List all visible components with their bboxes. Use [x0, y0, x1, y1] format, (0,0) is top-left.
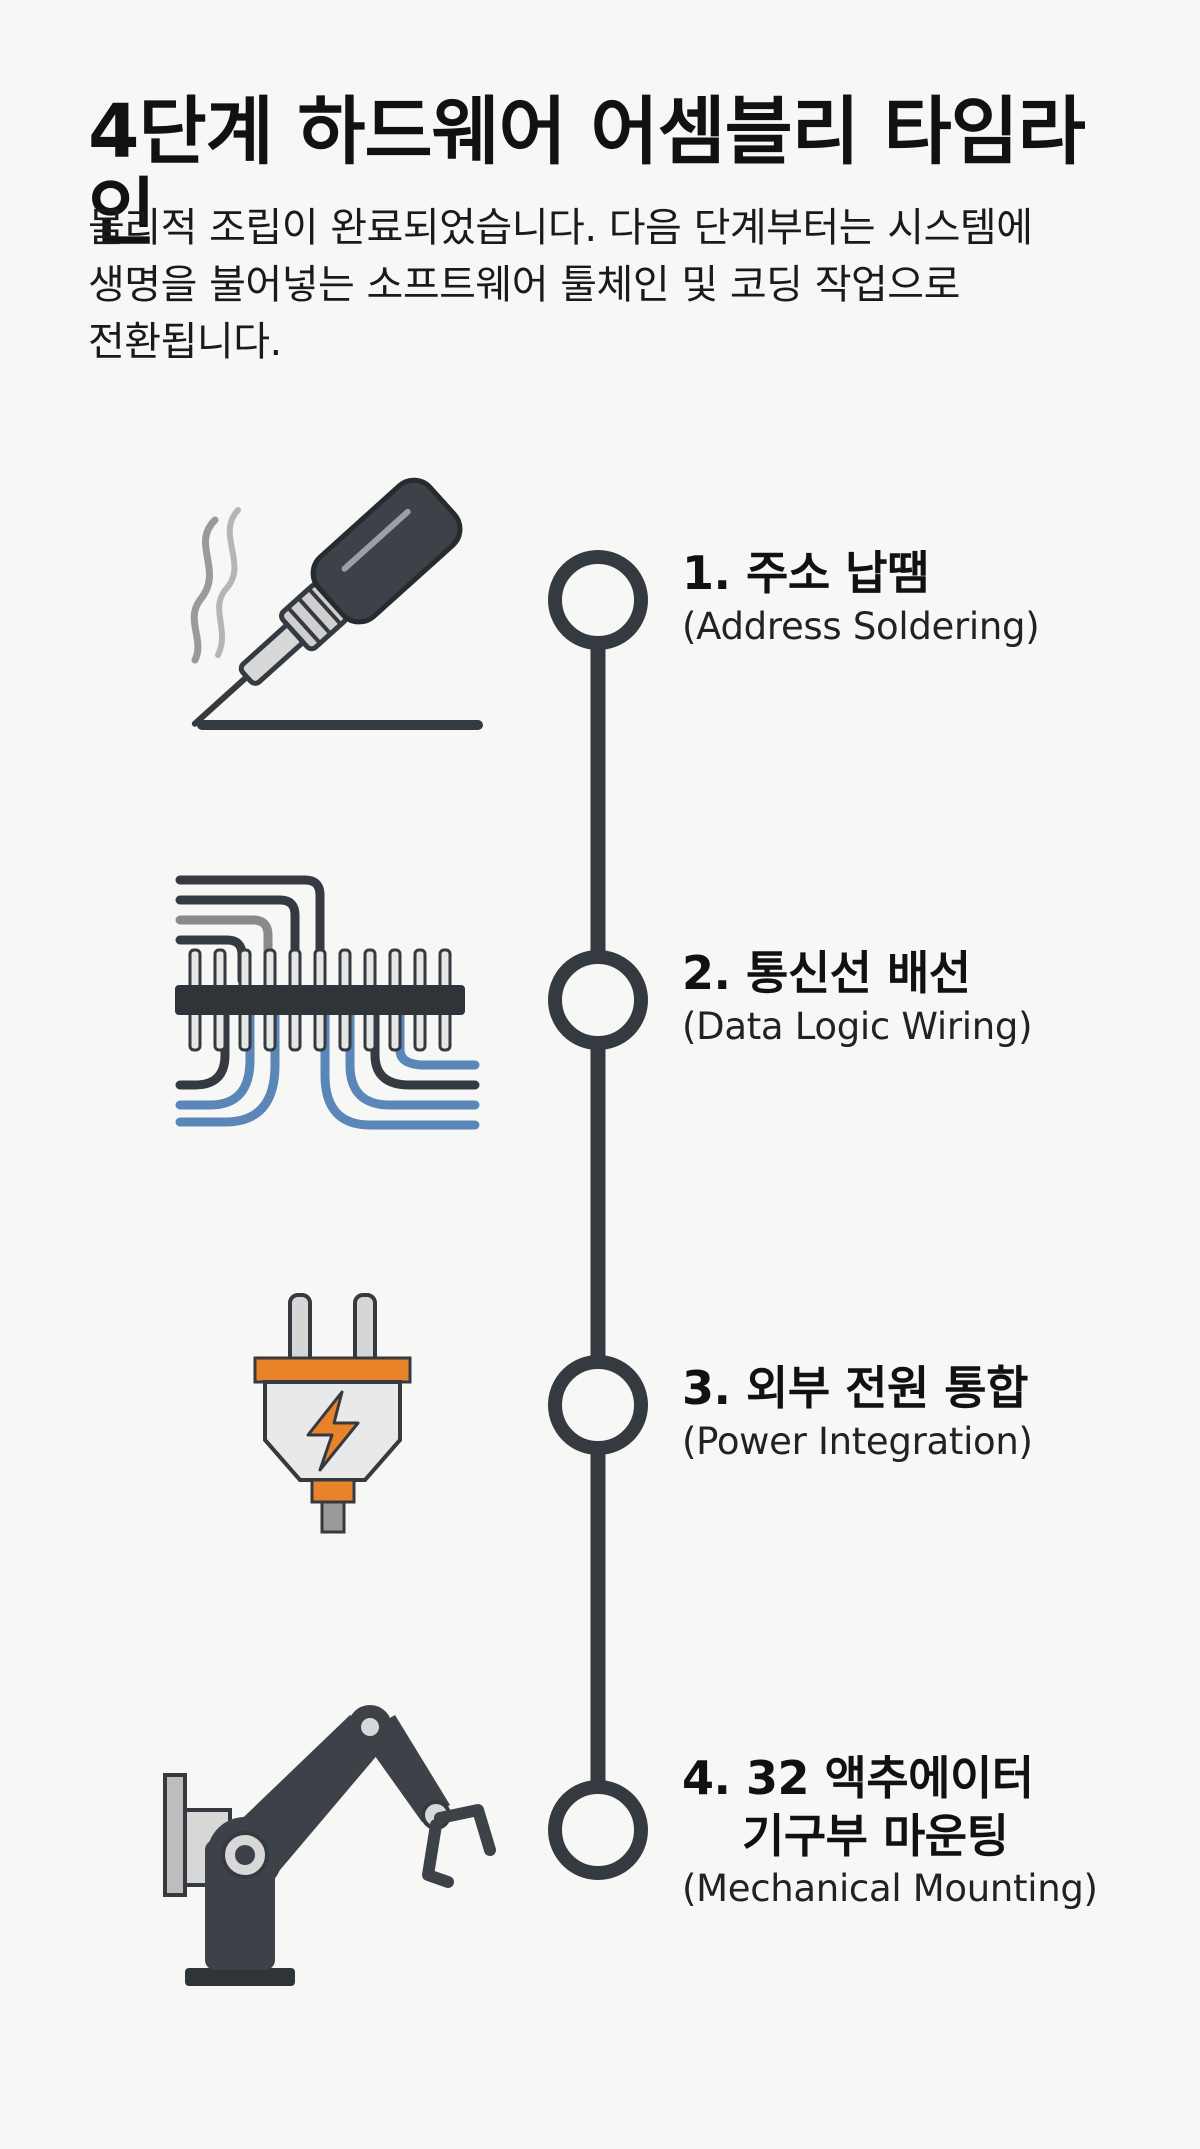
page-description: 물리적 조립이 완료되었습니다. 다음 단계부터는 시스템에 생명을 불어넣는 …: [88, 200, 1128, 370]
step-title: 2. 통신선 배선: [682, 946, 971, 1000]
step-title-line: 기구부 마운팅: [742, 1808, 1009, 1863]
step-4: 4. 32 액추에이터 기구부 마운팅 (Mechanical Mounting…: [682, 1750, 1182, 1913]
description-line: 생명을 불어넣는 소프트웨어 툴체인 및 코딩 작업으로: [88, 261, 960, 308]
timeline-node-4: [548, 1780, 648, 1880]
step-subtitle: (Address Soldering): [682, 604, 1040, 648]
step-3: 3. 외부 전원 통합 (Power Integration): [682, 1360, 1182, 1466]
timeline-node-2: [548, 950, 648, 1050]
step-title-line: 4. 32 액추에이터: [682, 1751, 1034, 1805]
step-title: 1. 주소 납땜: [682, 546, 929, 600]
soldering-iron-icon: [190, 477, 483, 730]
step-subtitle: (Power Integration): [682, 1419, 1033, 1463]
step-subtitle: (Data Logic Wiring): [682, 1004, 1033, 1048]
step-title: 4. 32 액추에이터 기구부 마운팅: [682, 1750, 1182, 1865]
step-subtitle: (Mechanical Mounting): [682, 1867, 1098, 1910]
description-line: 물리적 조립이 완료되었습니다. 다음 단계부터는 시스템에: [88, 205, 1033, 251]
power-plug-icon: [253, 1293, 412, 1534]
timeline-node-1: [548, 550, 648, 650]
page-title: 4단계 하드웨어 어셈블리 타임라인: [88, 89, 1086, 257]
wiring-harness-icon: [175, 875, 480, 1130]
description-line: 전환됩니다.: [88, 318, 282, 365]
step-2: 2. 통신선 배선 (Data Logic Wiring): [682, 945, 1182, 1051]
step-title: 3. 외부 전원 통합: [682, 1361, 1028, 1415]
robot-arm-icon: [163, 1705, 496, 1986]
timeline-node-3: [548, 1355, 648, 1455]
step-1: 1. 주소 납땜 (Address Soldering): [682, 545, 1182, 651]
